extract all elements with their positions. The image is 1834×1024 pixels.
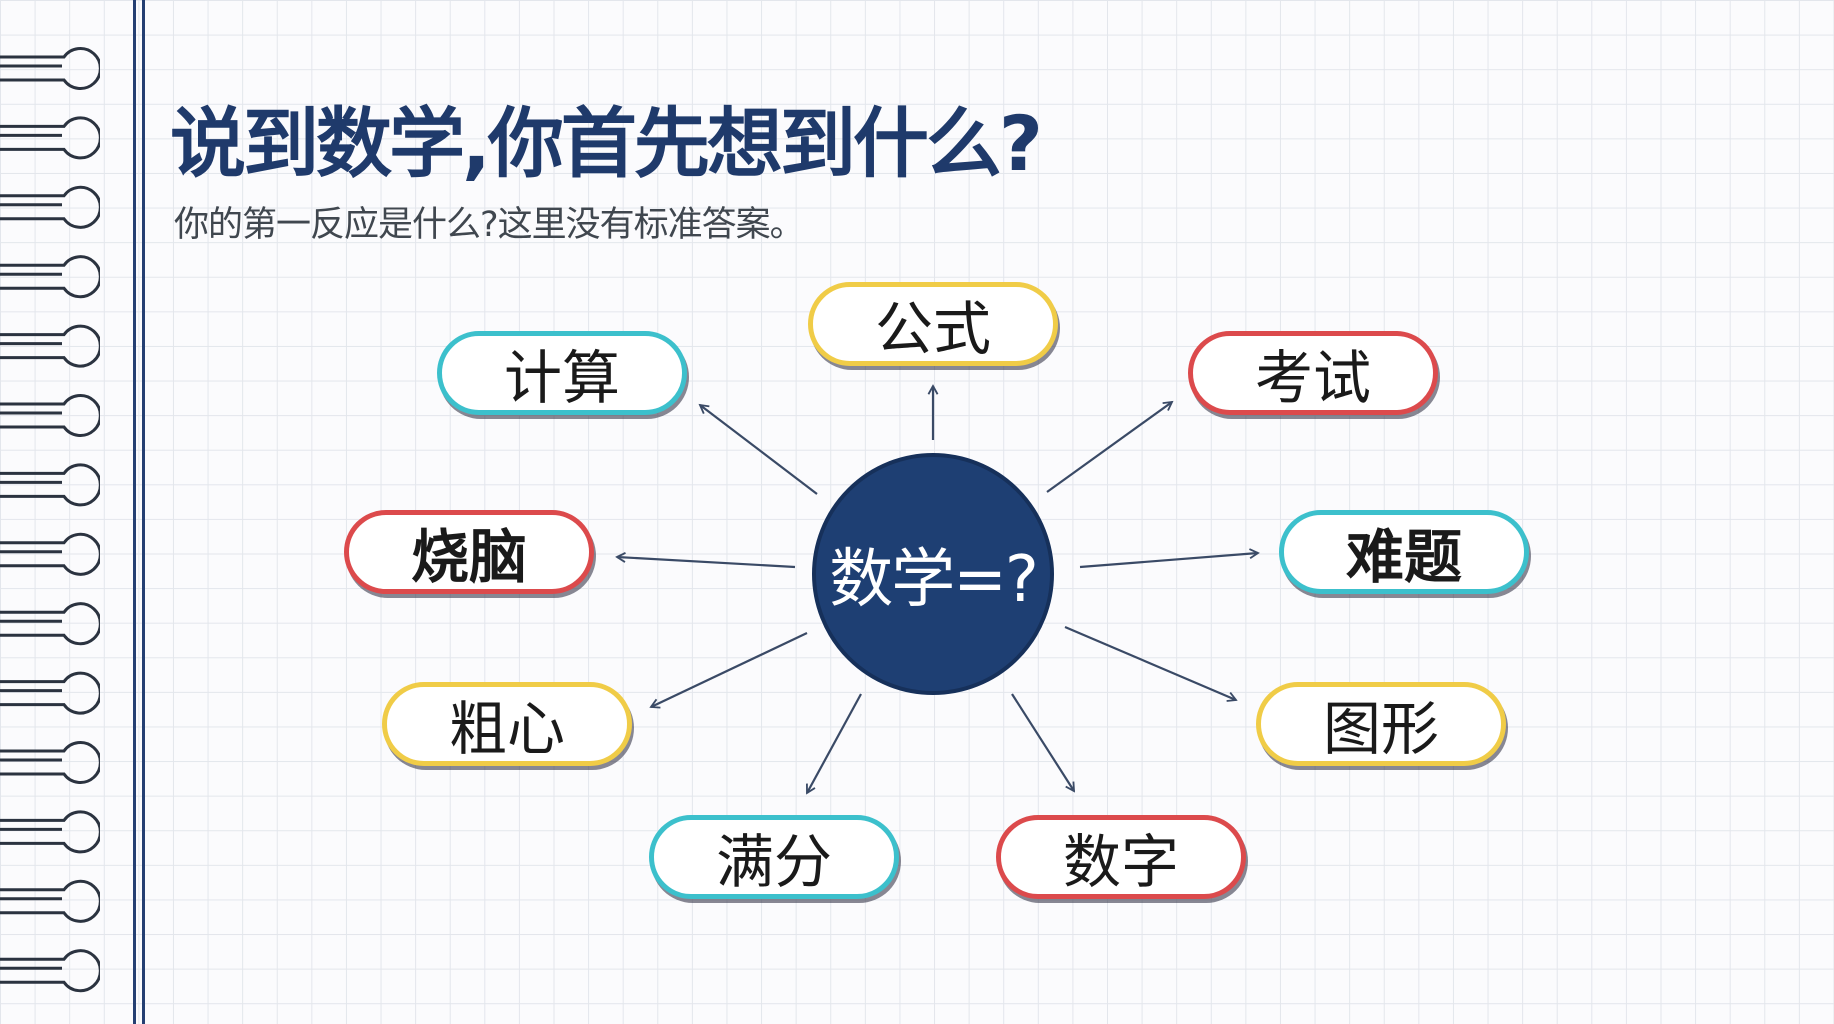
node-label: 满分: [715, 828, 832, 896]
node-numbers: 数字: [996, 815, 1246, 899]
page-subtitle: 你的第一反应是什么?这里没有标准答案。: [174, 205, 805, 245]
binding-ring: [0, 671, 100, 715]
arrow-to-calculation: [700, 405, 818, 495]
page-title: 说到数学,你首先想到什么?: [170, 99, 1043, 188]
node-label: 公式: [874, 295, 991, 363]
binding-ring: [0, 116, 100, 160]
binding-ring: [0, 810, 100, 854]
arrow-to-exam: [1046, 402, 1172, 493]
node-calculation: 计算: [437, 331, 687, 415]
node-label: 考试: [1254, 344, 1371, 412]
node-label: 烧脑: [410, 523, 527, 591]
binding-ring: [0, 532, 100, 576]
arrow-to-careless: [651, 632, 808, 707]
node-label: 图形: [1322, 695, 1439, 763]
node-label: 粗心: [448, 695, 565, 763]
arrow-to-geometry: [1064, 625, 1236, 700]
arrow-to-numbers: [1011, 693, 1074, 791]
margin-line: [142, 0, 145, 1024]
binding-ring: [0, 47, 100, 90]
binding-ring: [0, 949, 100, 993]
node-careless: 粗心: [382, 682, 632, 766]
arrow-to-hard-problem: [1079, 553, 1258, 569]
binding-ring: [0, 741, 100, 784]
node-exam: 考试: [1188, 331, 1438, 415]
binding-ring: [0, 394, 100, 437]
node-formula: 公式: [808, 282, 1058, 366]
node-brain-burning: 烧脑: [344, 510, 594, 594]
node-label: 数字: [1062, 828, 1179, 896]
arrow-to-full-score: [807, 693, 862, 793]
binding-ring: [0, 879, 100, 923]
notebook-spiral-binding: [0, 47, 100, 993]
binding-ring: [0, 255, 100, 299]
binding-ring: [0, 185, 100, 229]
center-hub-math: 数学=?: [812, 453, 1054, 695]
node-full-score: 满分: [649, 815, 899, 899]
node-label: 难题: [1345, 523, 1462, 591]
binding-ring: [0, 463, 100, 507]
node-label: 计算: [503, 344, 620, 412]
node-geometry: 图形: [1256, 682, 1506, 766]
binding-ring: [0, 602, 100, 646]
margin-line: [133, 0, 136, 1024]
arrow-to-brain-burning: [617, 557, 796, 569]
node-hard-problem: 难题: [1279, 510, 1529, 594]
binding-ring: [0, 324, 100, 368]
